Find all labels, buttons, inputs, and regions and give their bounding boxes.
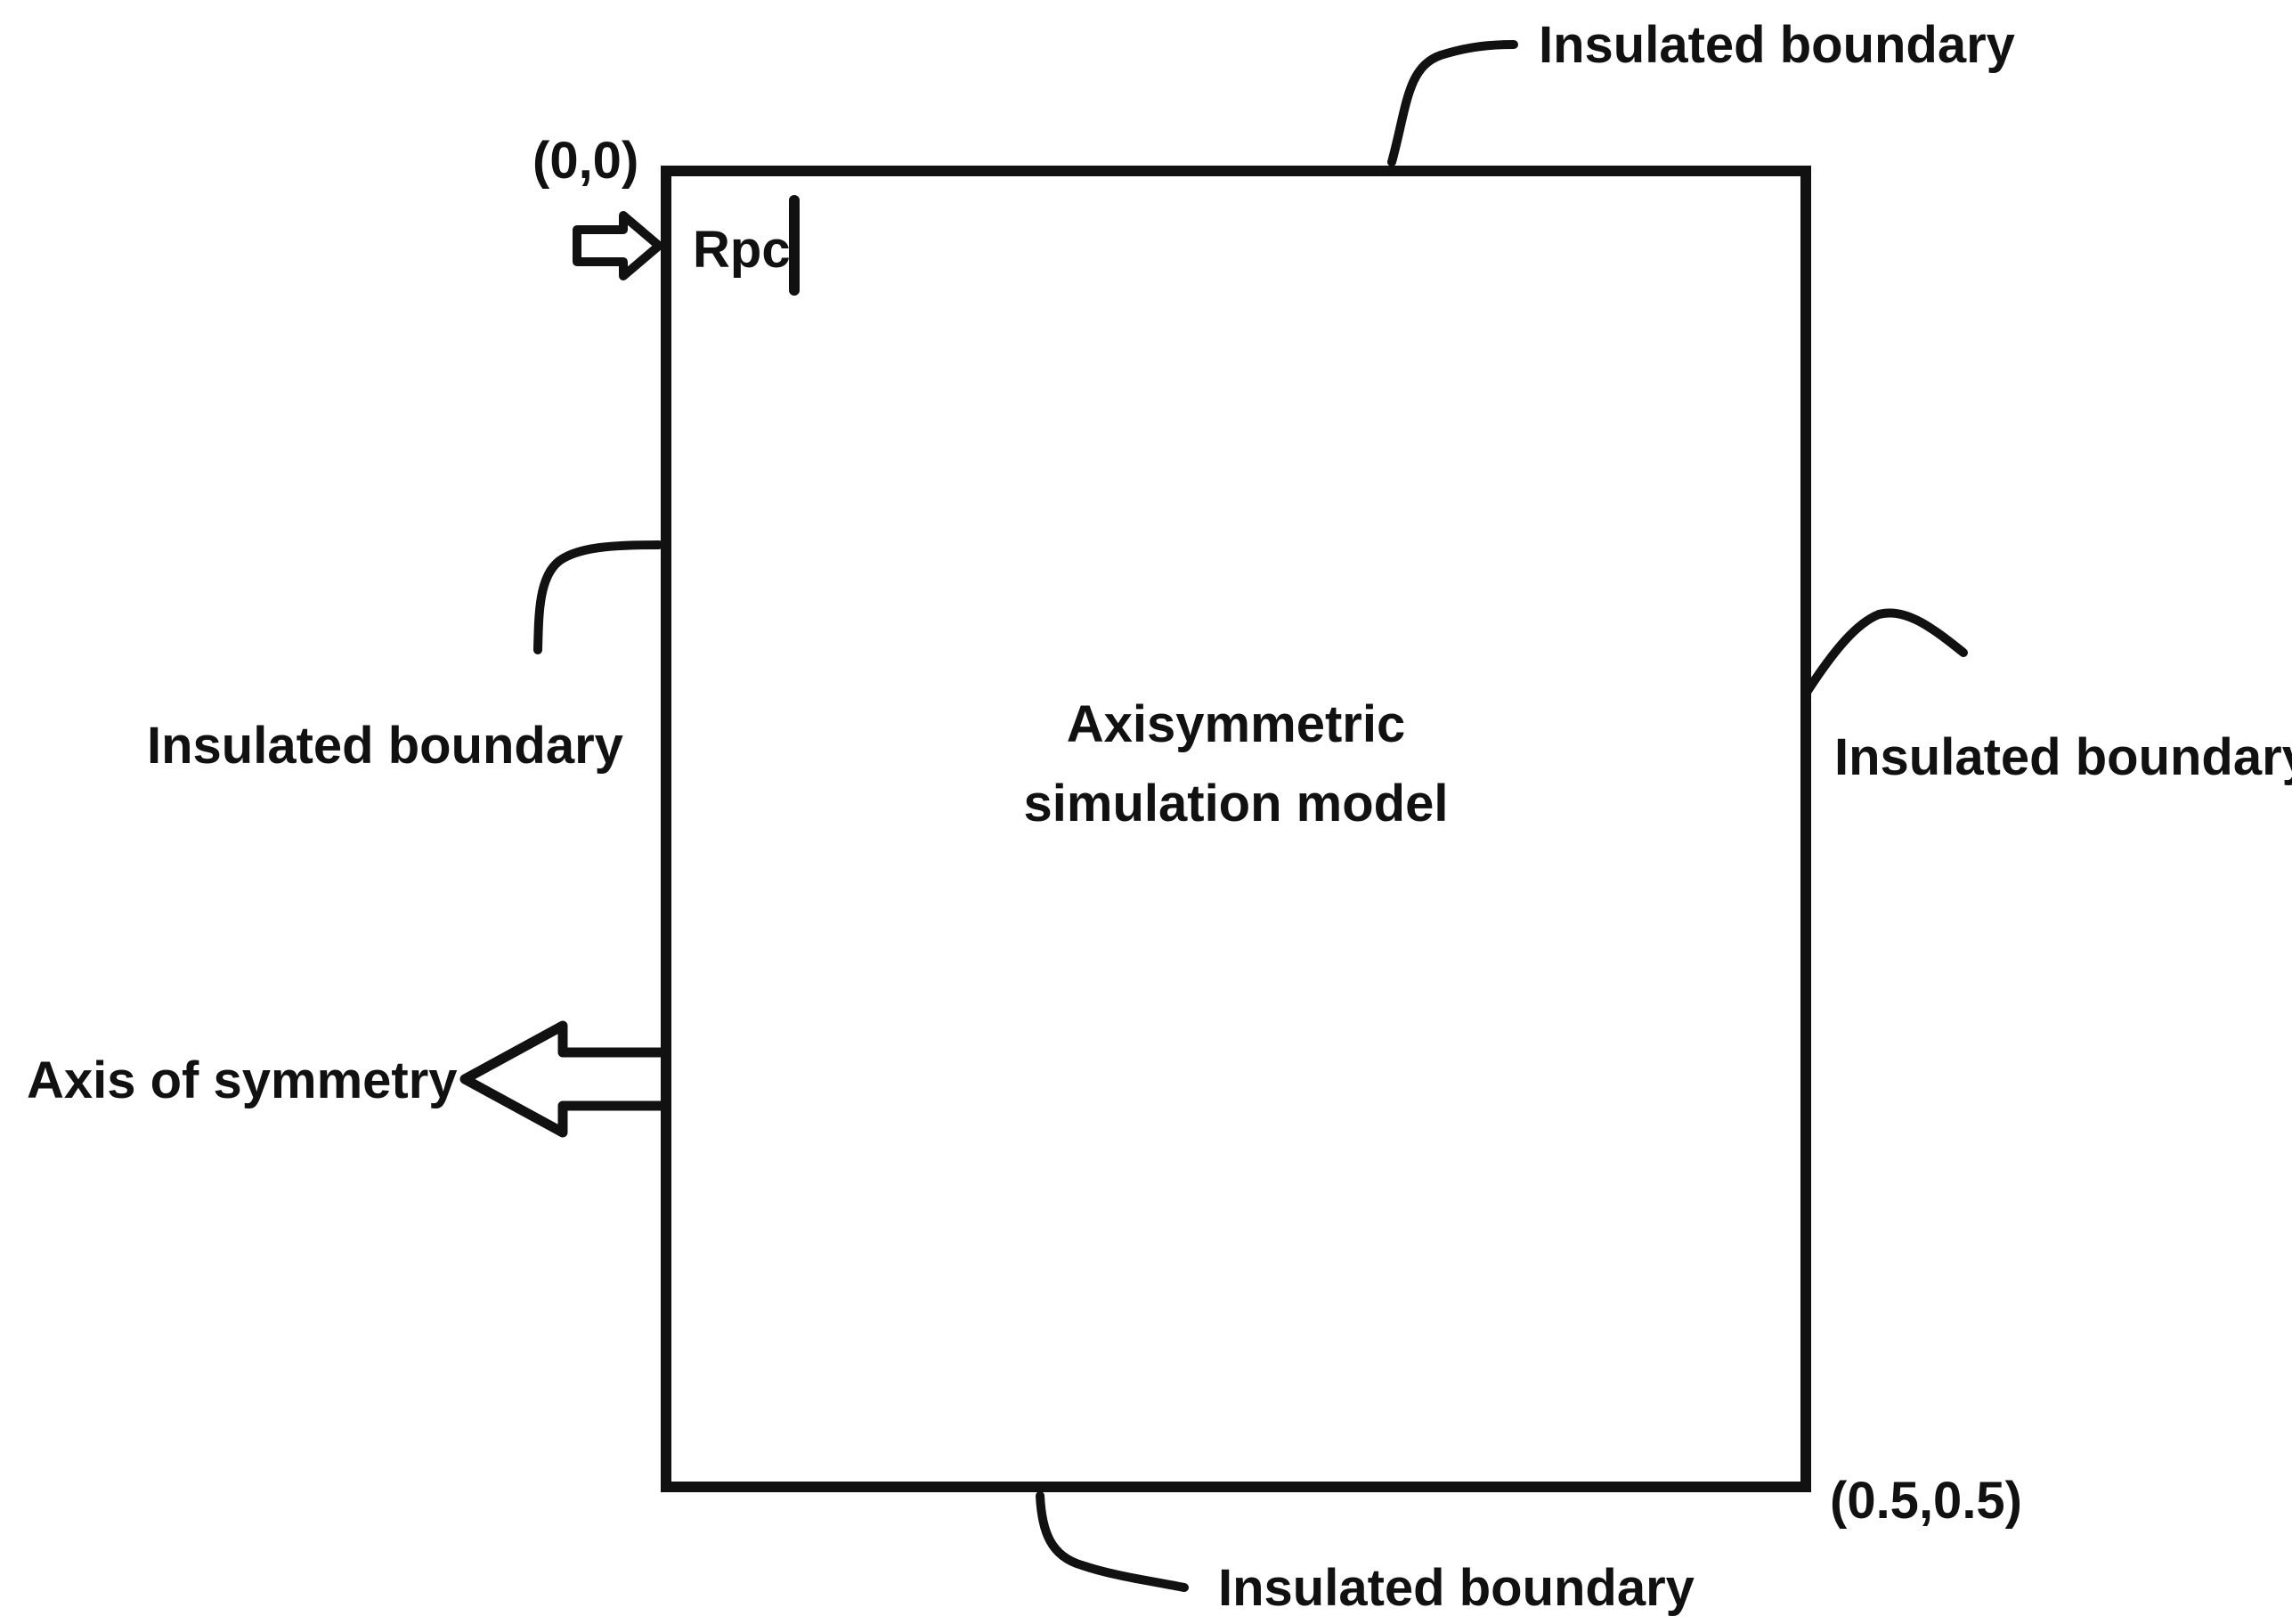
left-boundary-label: Insulated boundary bbox=[147, 717, 623, 775]
bottom-boundary-leader bbox=[1036, 1491, 1189, 1592]
right-boundary-label: Insulated boundary bbox=[1834, 728, 2292, 786]
model-label-line1: Axisymmetric bbox=[1067, 695, 1405, 753]
bottom-boundary-label: Insulated boundary bbox=[1218, 1559, 1695, 1617]
right-boundary-leader bbox=[1803, 608, 1968, 695]
inlet-arrow-icon bbox=[573, 211, 663, 280]
top-boundary-leader bbox=[1387, 40, 1518, 166]
top-boundary-label: Insulated boundary bbox=[1539, 16, 2015, 74]
axis-of-symmetry-label: Axis of symmetry bbox=[27, 1052, 458, 1109]
model-label-line2: simulation model bbox=[1024, 775, 1449, 832]
left-boundary-leader bbox=[533, 540, 663, 654]
rpc-label: Rpc bbox=[693, 221, 791, 279]
corner-label-far: (0.5,0.5) bbox=[1830, 1472, 2022, 1530]
axis-arrow-icon bbox=[459, 1020, 666, 1138]
domain-boundary-rect bbox=[661, 166, 1811, 1492]
corner-label-origin: (0,0) bbox=[532, 132, 638, 190]
